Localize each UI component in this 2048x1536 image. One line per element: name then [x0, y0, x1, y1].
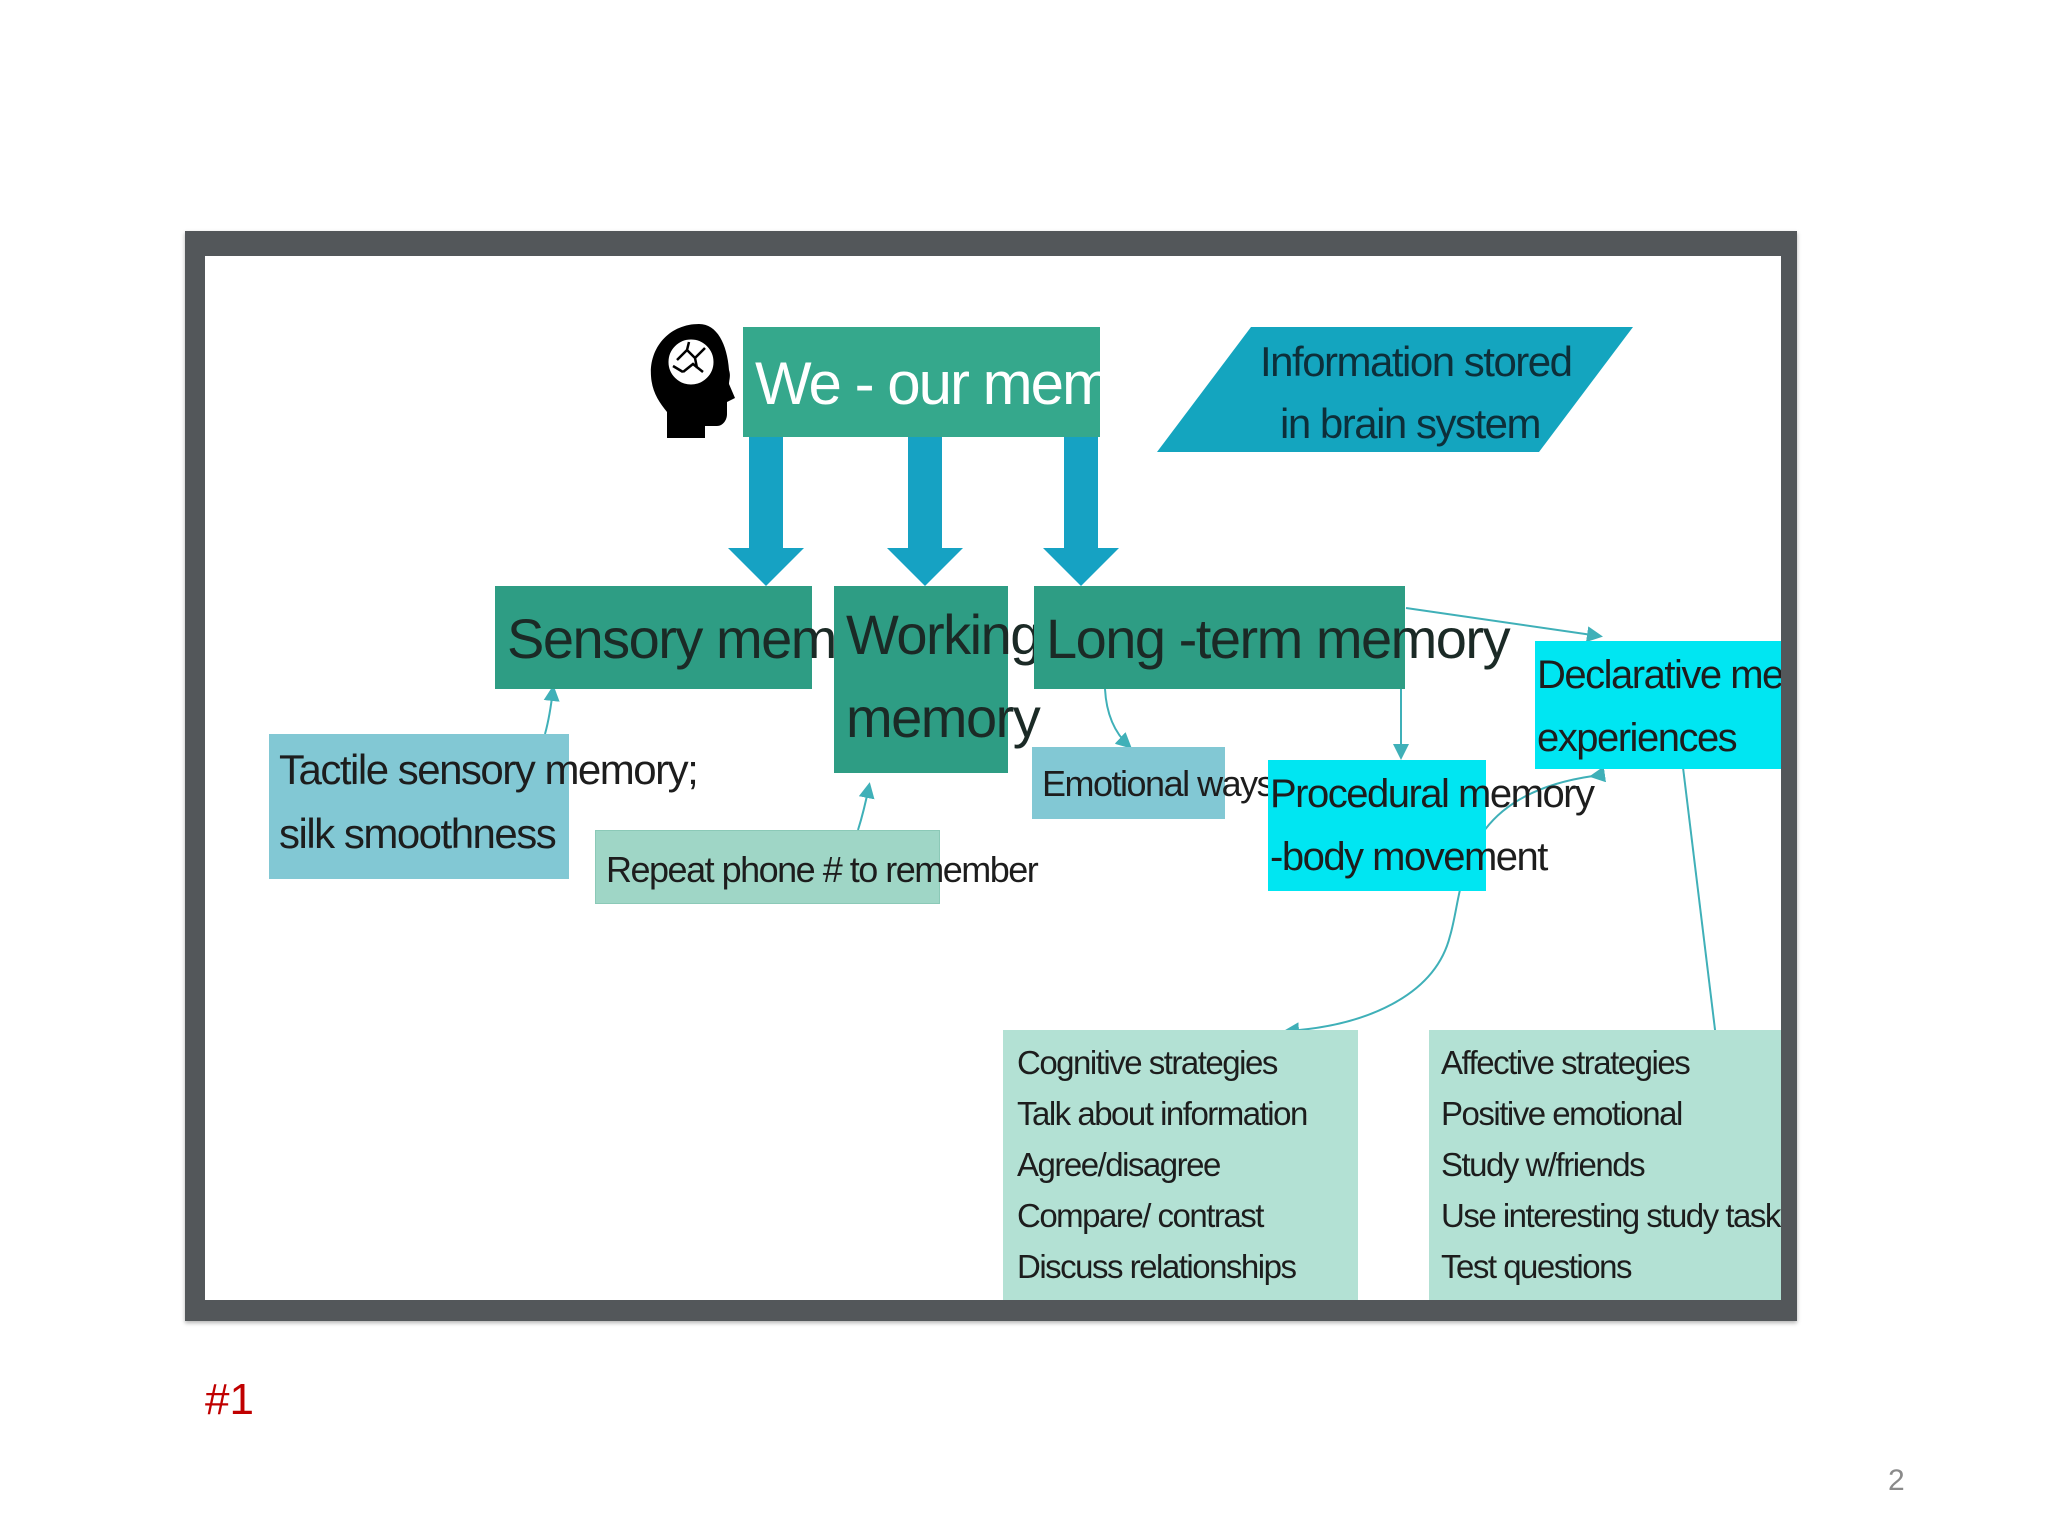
emotional-ways-label: Emotional ways — [1042, 763, 1275, 804]
info-note: Information stored in brain system — [1260, 336, 1573, 447]
cognitive-item: Compare/ contrast — [1017, 1197, 1264, 1234]
longterm-memory-label: Long -term memory — [1046, 607, 1511, 670]
cognitive-item: Agree/disagree — [1017, 1146, 1221, 1183]
longterm-memory-box: Long -term memory — [1034, 586, 1511, 689]
affective-item: Affective strategies — [1441, 1044, 1691, 1081]
working-memory-box: Working memory — [834, 586, 1041, 773]
page-number: 2 — [1888, 1464, 1905, 1497]
tactile-line-1: Tactile sensory memory; — [279, 746, 699, 793]
working-memory-line-1: Working — [846, 603, 1041, 666]
repeat-phone-label: Repeat phone # to remember — [606, 849, 1039, 890]
affective-item: Use interesting study tasks — [1441, 1197, 1781, 1234]
arrow-to-longterm — [1043, 437, 1119, 586]
arrow-to-sensory — [728, 437, 804, 586]
working-memory-line-2: memory — [846, 686, 1041, 749]
cognitive-strategies-box: Cognitive strategies Talk about informat… — [1003, 1030, 1358, 1300]
procedural-line-2: -body movement — [1270, 835, 1548, 879]
diagram-canvas: We - our memory Information stored in br… — [205, 256, 1781, 1300]
arrow-to-working — [887, 437, 963, 586]
info-parallelogram — [1157, 327, 1633, 452]
affective-item: Study w/friends — [1441, 1146, 1646, 1183]
title-text: We - our memory — [755, 350, 1189, 417]
cognitive-item: Cognitive strategies — [1017, 1044, 1278, 1081]
info-note-line-2: in brain system — [1280, 400, 1541, 447]
affective-item: Test questions — [1441, 1248, 1632, 1285]
declarative-line-1: Declarative memory -- — [1537, 653, 1781, 697]
title-box: We - our memory — [743, 327, 1189, 437]
emotional-ways-box: Emotional ways — [1032, 747, 1275, 819]
procedural-line-1: Procedural memory — [1270, 772, 1595, 816]
declarative-memory-box: Declarative memory -- experiences — [1535, 641, 1781, 769]
sensory-memory-label: Sensory memory — [507, 607, 911, 670]
info-note-line-1: Information stored — [1260, 338, 1573, 385]
connector-longterm-declarative — [1405, 607, 1603, 643]
cognitive-item: Discuss relationships — [1017, 1248, 1297, 1285]
affective-item: Positive emotional — [1441, 1095, 1683, 1132]
sensory-memory-box: Sensory memory — [495, 586, 911, 689]
slide-label: #1 — [205, 1375, 254, 1424]
tactile-line-2: silk smoothness — [279, 810, 557, 857]
declarative-line-2: experiences — [1537, 716, 1738, 760]
tactile-memory-box: Tactile sensory memory; silk smoothness — [269, 734, 699, 879]
brain-head-icon — [650, 324, 735, 438]
procedural-memory-box: Procedural memory -body movement — [1268, 760, 1595, 891]
affective-strategies-box: Affective strategies Positive emotional … — [1429, 1030, 1781, 1300]
connector-repeat-working — [857, 782, 875, 831]
connector-longterm-emotional — [1104, 688, 1132, 749]
connector-declarative-cognitive — [1283, 766, 1607, 1039]
connector-layer — [543, 324, 1724, 1050]
cognitive-item: Talk about information — [1017, 1095, 1308, 1132]
connector-tactile-sensory — [543, 685, 560, 735]
repeat-phone-box: Repeat phone # to remember — [595, 830, 1039, 904]
